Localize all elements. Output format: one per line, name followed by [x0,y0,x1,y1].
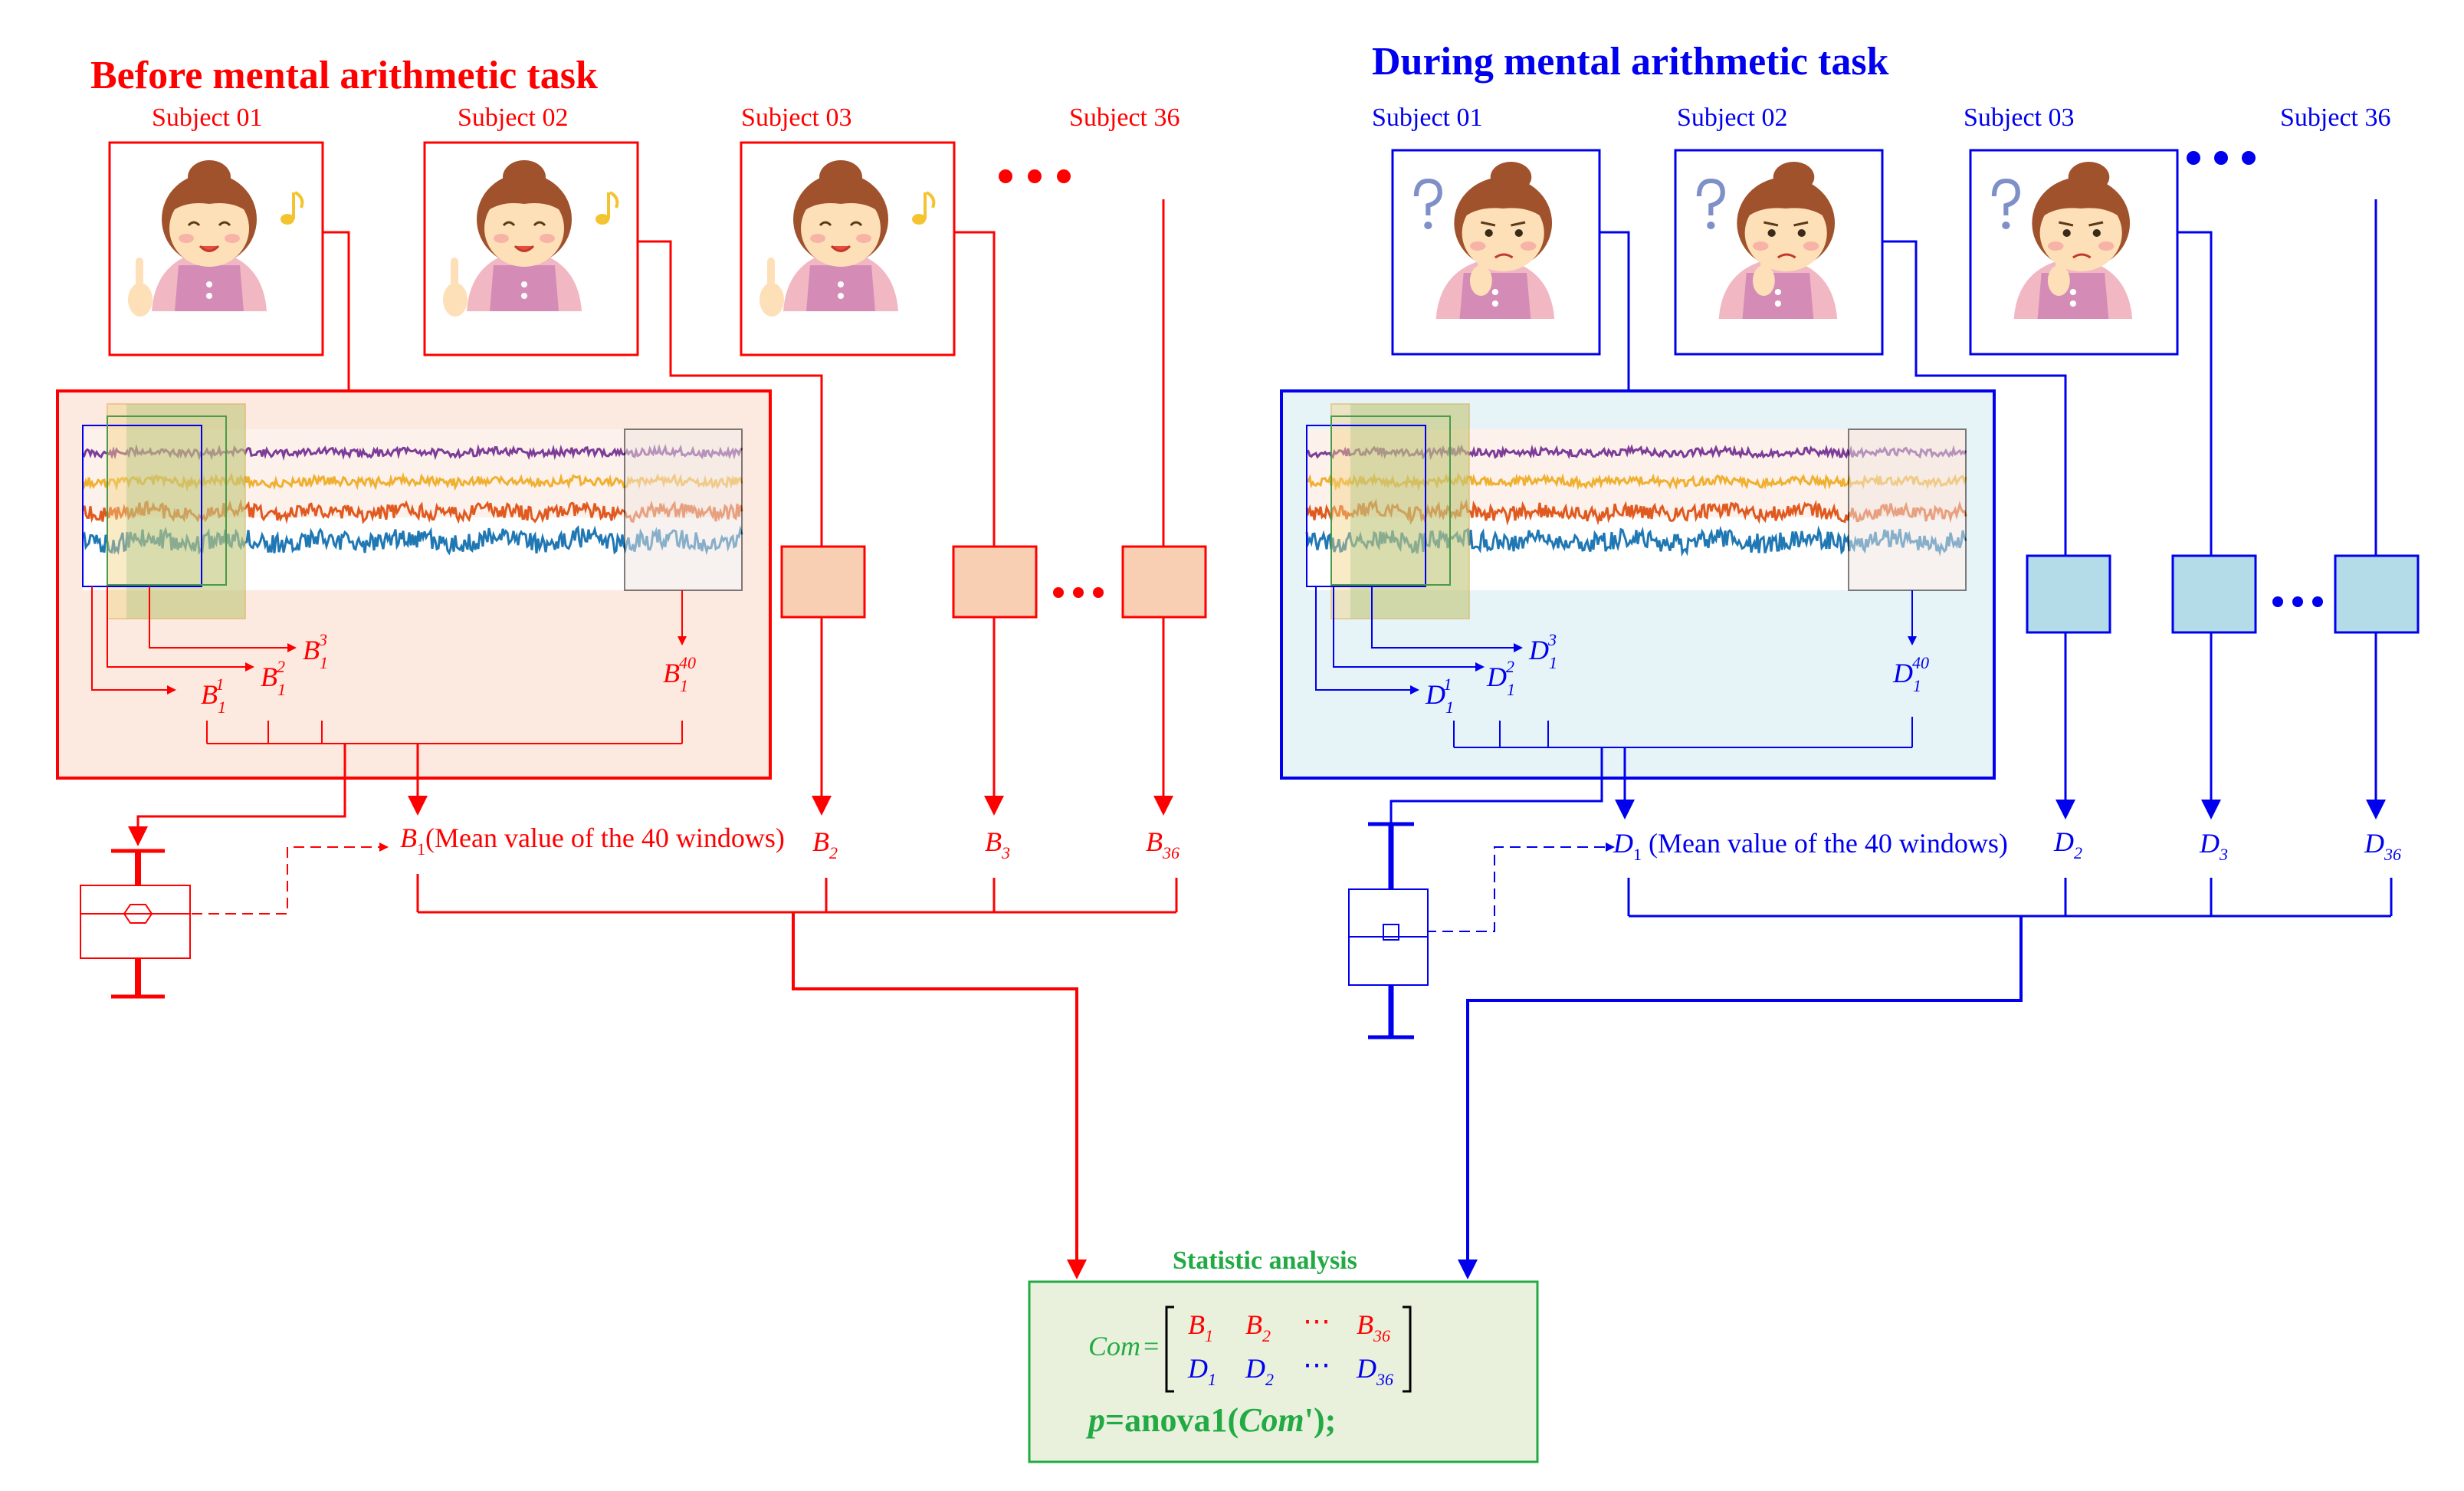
matrix-cell: B2 [1245,1309,1271,1345]
during-subject-means: D2 D3 D36 [2053,826,2401,864]
during-mean-d2: D2 [2053,826,2082,862]
before-window-label-40: B140 [663,653,696,695]
matrix-cell: ⋯ [1303,1349,1330,1380]
before-connectors [91,199,1178,1279]
during-feature-boxes [2026,554,2420,634]
matrix-cell: ⋯ [1303,1305,1330,1336]
before-boxplot [80,849,191,999]
during-window-labels: D11 D12 D13 D140 [1425,630,1929,717]
during-mean-d3: D3 [2199,828,2228,864]
before-window-label-1: B11 [201,675,225,717]
during-boxplot [1348,822,1429,1039]
matrix-cell: D1 [1187,1353,1216,1389]
com-label: Com= [1088,1331,1159,1361]
before-title: Before mental arithmetic task [90,54,598,97]
before-window-label-2: B12 [261,657,286,699]
before-subject-means: B2 B3 B36 [812,826,1180,862]
before-mean-label: B1(Mean value of the 40 windows) [400,823,785,859]
during-window-label-40: D140 [1892,653,1929,695]
during-window-label-3: D13 [1528,630,1557,672]
before-eeg-panel [56,389,772,780]
during-ellipsis-dots [2187,151,2256,165]
before-subject-label: Subject 36 [1069,103,1180,132]
before-feature-boxes [780,545,1207,619]
before-window-labels: B11 B12 B13 B140 [201,630,696,717]
during-connectors [1315,199,2393,1279]
matrix-cell: D36 [1356,1353,1393,1389]
during-window-label-1: D11 [1425,675,1452,717]
statistic-title: Statistic analysis [1173,1246,1357,1275]
before-subject-label: Subject 03 [741,103,851,132]
during-subject-03-frame [1970,150,2179,356]
before-ellipsis-dots [999,169,1071,183]
during-subject-label: Subject 03 [1964,103,2074,132]
during-subject-02-frame [1675,150,1884,356]
before-mean-b36: B36 [1146,826,1180,862]
during-mean-d36: D36 [2364,828,2401,864]
before-mean-b3: B3 [985,826,1010,862]
matrix-row-during: D1 D2 ⋯ D36 [1187,1349,1393,1389]
anova-formula: p=anova1(Com'); [1085,1401,1336,1439]
during-subject-label: Subject 02 [1677,103,1787,132]
statistic-analysis-box: Statistic analysis Com= B1 B2 ⋯ B36 D1 D… [1028,1246,1539,1463]
before-subject-02-frame [423,141,639,356]
before-subject-label: Subject 02 [458,103,568,132]
during-mean-label: D1 (Mean value of the 40 windows) [1613,828,2008,864]
during-subjects: Subject 01 Subject 02 Subject 03 Subject… [1372,103,2390,356]
during-eeg-panel [1280,389,1996,780]
during-subject-label: Subject 36 [2280,103,2390,132]
before-subject-label: Subject 01 [152,103,262,132]
before-subject-01-frame [108,141,324,356]
matrix-cell: B36 [1357,1309,1390,1345]
before-mean-b2: B2 [812,826,838,862]
during-title: During mental arithmetic task [1372,40,1889,84]
before-subject-03-frame [740,141,956,356]
during-subject-label: Subject 01 [1372,103,1482,132]
matrix-cell: B1 [1188,1309,1213,1345]
matrix-cell: D2 [1245,1353,1274,1389]
before-subjects: Subject 01 Subject 02 Subject 03 Subject… [108,103,1180,356]
matrix-brackets [1165,1305,1412,1393]
before-window-label-3: B13 [303,630,328,672]
matrix-row-before: B1 B2 ⋯ B36 [1188,1305,1390,1345]
during-window-label-2: D12 [1486,657,1515,699]
during-subject-01-frame [1393,150,1601,356]
